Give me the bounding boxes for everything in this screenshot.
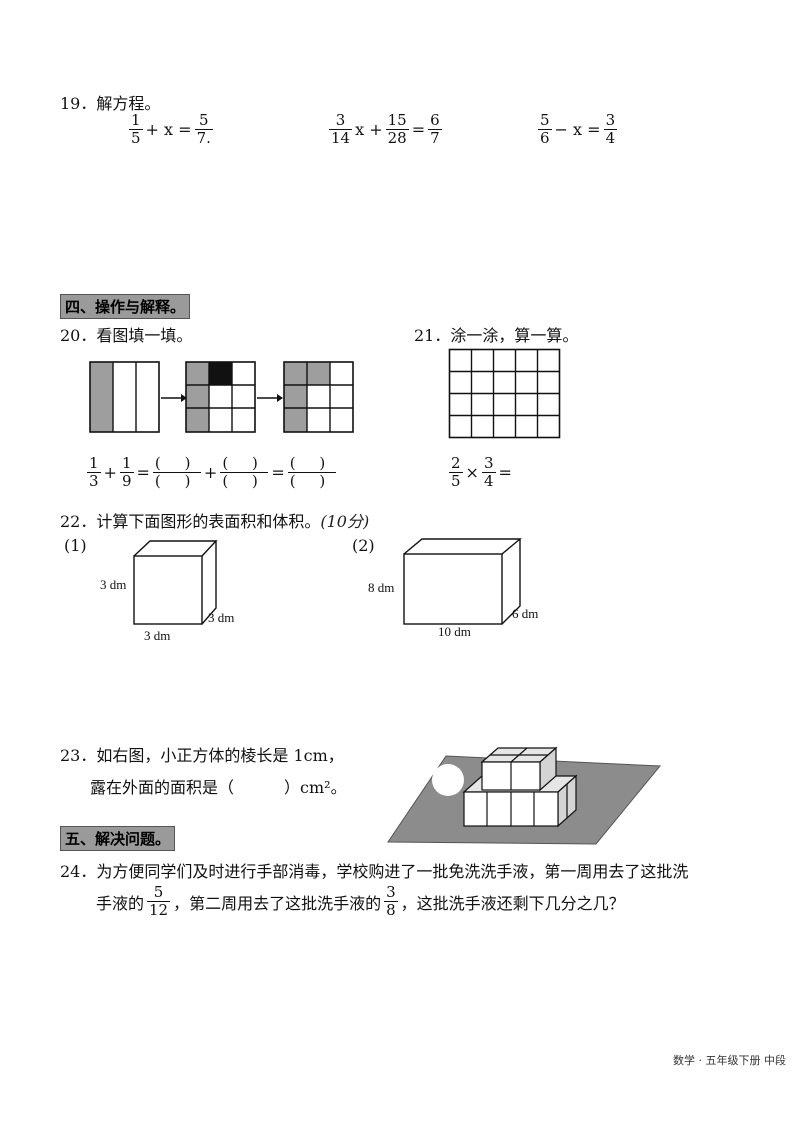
cube-figure — [133, 540, 218, 625]
q22-title: 22．计算下面图形的表面积和体积。(10分) — [60, 512, 370, 531]
q24-line-1: 24．为方便同学们及时进行手部消毒，学校购进了一批免洗洗手液，第一周用去了这批洗 — [60, 862, 689, 881]
q22-part-2-label: (2) — [352, 536, 375, 555]
cuboid-figure — [403, 538, 522, 625]
figure-ninths-a — [185, 361, 256, 433]
q23-line-1: 23．如右图，小正方体的棱长是 1cm， — [60, 746, 344, 765]
figure-thirds — [89, 361, 160, 433]
cube-width-label: 3 dm — [144, 628, 171, 643]
handwritten-note: (10分) — [320, 512, 370, 531]
page-footer: 数学 · 五年级下册 中段 — [673, 1054, 786, 1067]
section-4-header: 四、操作与解释。 — [60, 294, 191, 319]
section-5-header: 五、解决问题。 — [60, 826, 176, 851]
cuboid-depth-label: 6 dm — [512, 606, 539, 621]
answer-blank-fraction[interactable]: ( )( ) — [220, 455, 269, 490]
answer-blank-fraction[interactable]: ( )( ) — [152, 455, 201, 490]
q22-part-1-label: (1) — [64, 536, 87, 555]
q20-title: 20．看图填一填。 — [60, 326, 193, 345]
cube-height-label: 3 dm — [100, 577, 127, 592]
cuboid-height-label: 8 dm — [368, 580, 395, 595]
arrow-icon — [161, 394, 187, 402]
q21-title: 21．涂一涂，算一算。 — [414, 326, 579, 345]
q19-title: 19．解方程。 — [60, 94, 161, 113]
cuboid-width-label: 10 dm — [438, 624, 471, 639]
q21-grid[interactable] — [448, 348, 562, 440]
stacked-cubes-figure — [387, 746, 662, 845]
cube-depth-label: 3 dm — [208, 610, 235, 625]
figure-ninths-b — [283, 361, 354, 433]
q23-line-2: 露在外面的面积是（）cm²。 — [90, 778, 347, 797]
arrow-icon — [257, 394, 283, 402]
q20-grid-figures — [89, 361, 354, 433]
answer-blank-fraction[interactable]: ( )( ) — [287, 455, 336, 490]
